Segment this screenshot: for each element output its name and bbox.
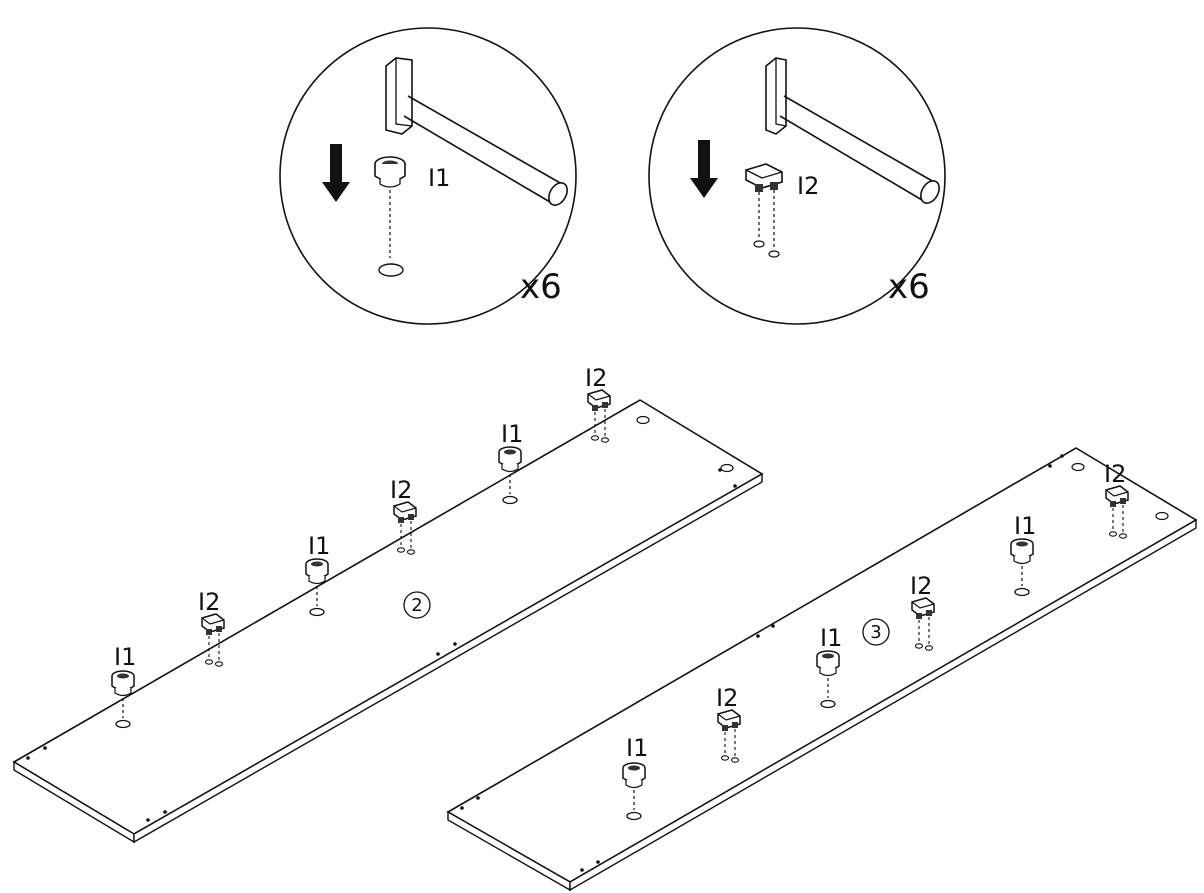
panel-3-label-2: I2 (716, 684, 738, 712)
panel-2-label-4: I2 (390, 476, 412, 504)
panel-2-label-3: I1 (308, 532, 330, 560)
panel-2-label-1: I1 (114, 643, 136, 671)
panel-3-label-4: I2 (910, 572, 932, 600)
panel-3-number: 3 (870, 622, 881, 643)
panel-2-label-5: I1 (501, 420, 523, 448)
panel-2-number-badge: 2 (403, 591, 431, 619)
panel-2-label-2: I2 (198, 588, 220, 616)
panel-2-number: 2 (411, 595, 422, 616)
down-arrow-icon (690, 140, 718, 198)
panel-3-label-3: I1 (820, 624, 842, 652)
panel-2-label-6: I2 (585, 364, 607, 392)
i1-cam-nut (374, 156, 406, 277)
panel-3-number-badge: 3 (862, 618, 890, 646)
detail-left-quantity: x6 (520, 267, 562, 307)
detail-circle-i2: I2 x6 (648, 27, 946, 325)
detail-right-quantity: x6 (888, 267, 930, 307)
panel-3-label-1: I1 (626, 734, 648, 762)
down-arrow-icon (322, 144, 350, 202)
board-panel-3: I1 I2 I1 I2 I1 I2 3 (446, 447, 1198, 892)
detail-circle-i1: I1 x6 (279, 27, 577, 325)
panel-3-label-5: I1 (1014, 512, 1036, 540)
detail-right-part-label: I2 (797, 172, 819, 200)
detail-left-part-label: I1 (428, 164, 450, 192)
board-panel-2: I1 I2 I1 I2 I1 I2 2 (12, 364, 764, 844)
i2-twin-clip (745, 163, 783, 258)
panel-3-label-6: I2 (1104, 460, 1126, 488)
